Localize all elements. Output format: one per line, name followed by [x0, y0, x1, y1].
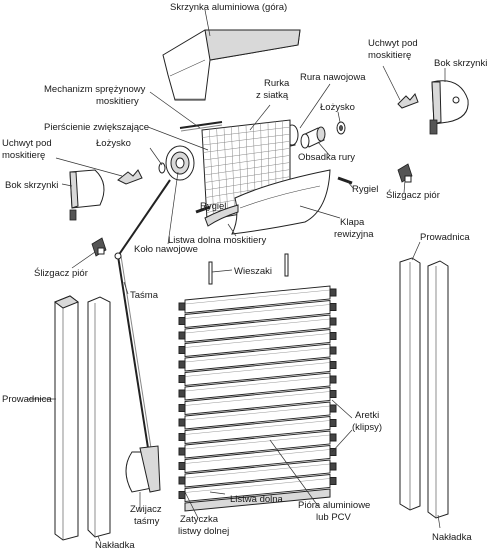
slat-clip [330, 362, 336, 369]
slat-clip [330, 478, 336, 485]
slat-clip [179, 448, 185, 455]
label-zwijacz-2: taśmy [134, 516, 160, 527]
label-rygiel-left: Rygiel [200, 201, 226, 212]
slat-clip [330, 347, 336, 354]
label-zatyczka: Zatyczka [180, 514, 219, 525]
slat-clip [330, 376, 336, 383]
label-naklada-left: Nakładka [95, 540, 135, 550]
label-piora-2: lub PCV [316, 512, 352, 523]
slat-clip [330, 333, 336, 340]
slat-clip [179, 390, 185, 397]
slat-clip [179, 463, 185, 470]
cover-left [88, 297, 110, 537]
label-mechanizm: Mechanizm sprężynowy [44, 84, 146, 95]
label-naklada-right: Nakładka [432, 532, 472, 543]
label-zwijacz: Zwijacz [130, 504, 162, 515]
label-rura-nawojowa: Rura nawojowa [300, 72, 366, 83]
slat-clip [179, 318, 185, 325]
slat-clip [330, 318, 336, 325]
slat-slider-left [92, 238, 106, 256]
slat-clip [179, 376, 185, 383]
slat-clip [330, 420, 336, 427]
guide-rail-left [55, 296, 78, 540]
label-rygiel-right: Rygiel [352, 184, 378, 195]
slat-clip [330, 434, 336, 441]
label-pierscienie: Pierścienie zwiększające [44, 122, 149, 133]
winding-wheel [159, 146, 194, 180]
slat-clip [179, 434, 185, 441]
slat-clip [330, 304, 336, 311]
label-klapa-2: rewizyjna [334, 229, 374, 240]
label-tasma: Taśma [130, 290, 159, 301]
label-prowadnica-left: Prowadnica [2, 394, 52, 405]
slat-clip [179, 477, 185, 484]
label-obsadka: Obsadka rury [298, 152, 355, 163]
label-uchwyt-left: Uchwyt pod [2, 138, 52, 149]
latch-right [338, 178, 352, 183]
label-listwa-dolna: Listwa dolna [230, 494, 284, 505]
guide-rail-right [400, 258, 420, 510]
slat-clip [179, 419, 185, 426]
slat-clip [179, 361, 185, 368]
bracket-left [118, 170, 142, 184]
label-aretki: Aretki [355, 410, 379, 421]
shutter-curtain [179, 254, 336, 511]
left-side-box [70, 170, 104, 220]
label-bok-left: Bok skrzynki [5, 180, 58, 191]
label-uchwyt-right-2: moskitierę [368, 50, 411, 61]
label-uchwyt-right: Uchwyt pod [368, 38, 418, 49]
slat-clip [179, 405, 185, 412]
slat-clip [179, 492, 185, 499]
slat-clip [330, 463, 336, 470]
slat-clip [179, 332, 185, 339]
label-bok-right: Bok skrzynki [434, 58, 487, 69]
slat-clip [330, 449, 336, 456]
label-wieszaki: Wieszaki [234, 266, 272, 277]
slat-clip [330, 405, 336, 412]
slat-slider-right [398, 164, 412, 182]
label-slizgacz-left: Ślizgacz piór [34, 267, 88, 279]
label-rurka: Rurka [264, 78, 290, 89]
slat-clip [330, 289, 336, 296]
slat-clip [330, 391, 336, 398]
label-uchwyt-left-2: moskitierę [2, 150, 45, 161]
strap-winder [126, 446, 160, 492]
label-rurka-2: z siatką [256, 90, 289, 101]
bracket-right [398, 94, 418, 108]
pipe-holder [301, 127, 325, 148]
label-slizgacz-right: Ślizgacz piór [386, 189, 440, 201]
label-zatyczka-2: listwy dolnej [178, 526, 229, 537]
label-klapa: Klapa [340, 217, 365, 228]
label-lozysko-left: Łożysko [96, 138, 131, 149]
hanger-right [285, 254, 288, 276]
slat-clip [179, 347, 185, 354]
cover-right [428, 261, 448, 518]
label-aretki-2: (klipsy) [352, 422, 382, 433]
label-skrzynka: Skrzynka aluminiowa (góra) [170, 2, 287, 13]
label-lozysko-top: Łożysko [320, 102, 355, 113]
label-mechanizm-2: moskitiery [96, 96, 139, 107]
strap [115, 180, 170, 448]
right-side-box [430, 81, 468, 134]
slat-clip [179, 303, 185, 310]
label-prowadnica-right: Prowadnica [420, 232, 470, 243]
hanger-left [209, 262, 212, 284]
label-piora: Pióra aluminiowe [298, 500, 370, 511]
label-kolo: Koło nawojowe [134, 244, 198, 255]
bearing-top [337, 122, 345, 134]
